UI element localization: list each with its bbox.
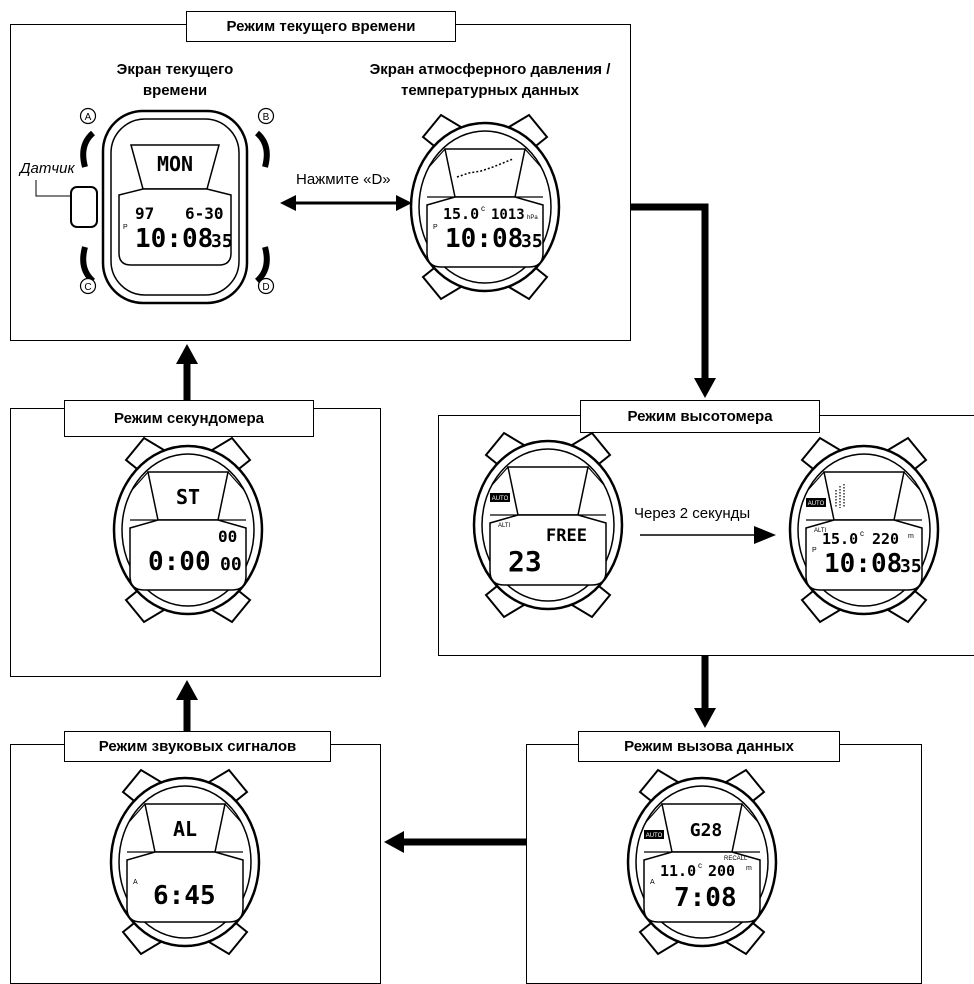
arrow-to-recall [694, 656, 716, 728]
w5-auto: AUTO [808, 501, 825, 507]
w3-time: 0:00 [148, 547, 211, 577]
w6-indicator: A [650, 879, 655, 886]
button-c: C [79, 277, 97, 295]
watch-alarm: AL 6:45 A [109, 768, 261, 956]
svg-text:D: D [262, 282, 269, 293]
w6-line1-left: 11.0 [660, 862, 696, 880]
w6-unit: m [746, 865, 752, 872]
w2-degree: c [481, 204, 485, 213]
w7-time: 6:45 [153, 881, 216, 911]
w4-alti: ALTI [498, 523, 511, 529]
w6-top-text: G28 [690, 820, 723, 841]
w2-line1-left: 15.0 [443, 205, 479, 223]
w5-degree: c [860, 529, 864, 538]
arrow-to-stopwatch [176, 680, 198, 731]
altimeter-mode-title: Режим высотомера [580, 400, 820, 433]
pressure-temp-screen-label: Экран атмосферного давления / температур… [369, 61, 611, 99]
recall-mode-title: Режим вызова данных [578, 731, 840, 762]
w4-value: 23 [508, 545, 542, 578]
press-d-double-arrow [280, 195, 412, 211]
press-d-label: Нажмите «D» [296, 171, 391, 188]
watch-recall: AUTO G28 RECALL 11.0 c 200 m 7:08 A [626, 768, 778, 956]
w7-top-text: AL [173, 817, 197, 841]
w2-time: 10:08 [445, 224, 523, 254]
after-2-seconds-label: Через 2 секунды [634, 505, 751, 522]
w1-line1-right: 6-30 [185, 204, 224, 223]
sensor-leader-line [35, 180, 72, 197]
w7-indicator: A [133, 879, 138, 886]
w2-unit: hPa [527, 215, 538, 221]
current-time-screen-label: Экран текущего времени [116, 61, 234, 99]
stopwatch-mode-title: Режим секундомера [64, 400, 314, 437]
w5-seconds: 35 [900, 556, 922, 577]
w1-line1-left: 97 [135, 204, 154, 223]
watch-stopwatch: ST 00 0:00 00 [112, 436, 264, 624]
w5-time: 10:08 [824, 549, 902, 579]
button-b: B [257, 107, 275, 125]
w1-top-text: MON [157, 152, 193, 176]
watch-current-time: MON 97 6-30 10:08 35 P [70, 109, 270, 305]
w1-indicator: P [123, 224, 128, 231]
watch-altimeter-free: AUTO ALTI FREE 23 [472, 431, 624, 619]
w3-seconds: 00 [220, 554, 242, 575]
svg-text:C: C [84, 282, 91, 293]
w5-indicator: P [812, 547, 817, 554]
arrow-after-2s [640, 526, 776, 544]
arrow-to-timekeeping [176, 344, 198, 400]
w6-auto: AUTO [646, 833, 663, 839]
svg-text:B: B [263, 112, 270, 123]
w5-unit: m [908, 533, 914, 540]
w4-auto: AUTO [492, 496, 509, 502]
watch-altimeter-result: AUTO ALTI 15.0 c 220 m 10:08 35 P [788, 436, 940, 624]
button-d: D [257, 277, 275, 295]
arrow-to-altimeter [631, 203, 716, 398]
w2-seconds: 35 [521, 231, 543, 252]
svg-text:A: A [85, 112, 92, 123]
alarm-mode-title: Режим звуковых сигналов [64, 731, 331, 762]
button-a: A [79, 107, 97, 125]
watch-pressure-temp: 15.0 c 1013 hPa 10:08 35 P [409, 113, 561, 301]
w5-alti: ALTI [814, 528, 827, 534]
w5-line1-left: 15.0 [822, 530, 858, 548]
w3-top-text: ST [176, 485, 200, 509]
w6-line1-right: 200 [708, 862, 735, 880]
timekeeping-mode-title: Режим текущего времени [186, 11, 456, 42]
w3-line1-right: 00 [218, 527, 237, 546]
w1-time: 10:08 [135, 224, 213, 254]
sensor-label: Датчик [20, 160, 75, 177]
w6-degree: c [698, 861, 702, 870]
arrow-to-alarm [384, 831, 526, 853]
w5-line1-right: 220 [872, 530, 899, 548]
w2-line1-right: 1013 [491, 207, 525, 223]
w1-seconds: 35 [211, 231, 233, 252]
w6-recall: RECALL [724, 856, 748, 862]
w6-time: 7:08 [674, 883, 737, 913]
w2-indicator: P [433, 224, 438, 231]
w4-free: FREE [546, 526, 587, 546]
